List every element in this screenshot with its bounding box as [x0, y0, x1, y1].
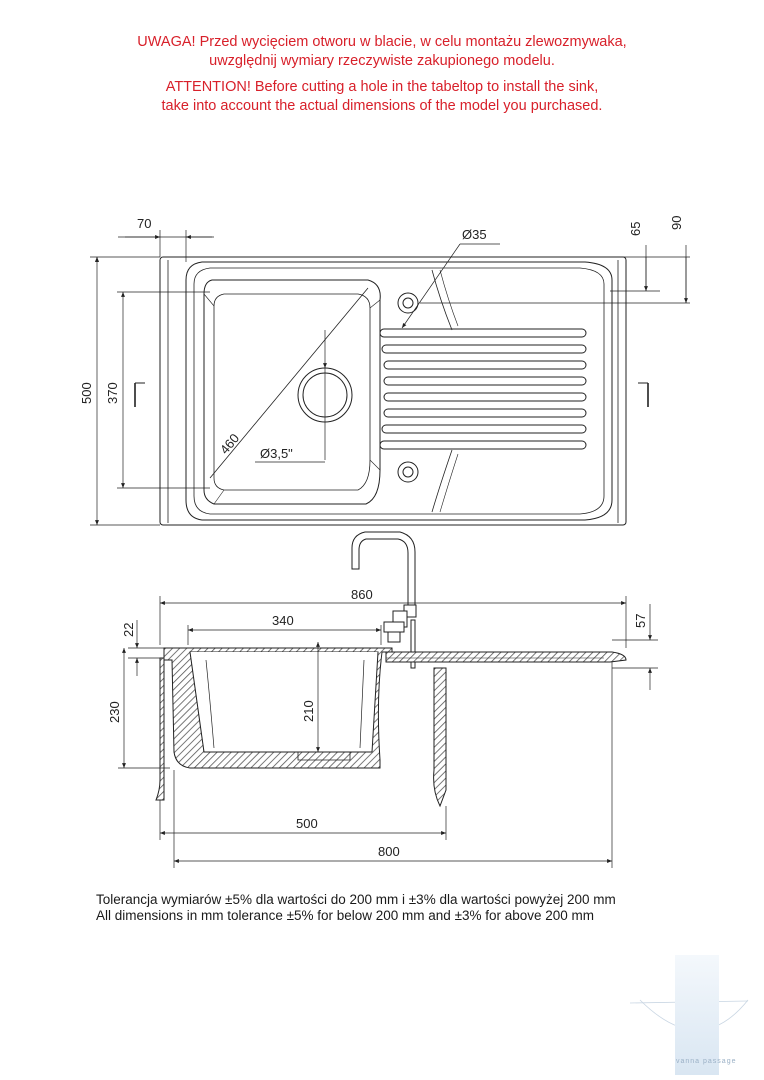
- dim-500-height: 500: [79, 382, 94, 404]
- dim-860: 860: [351, 587, 373, 602]
- top-view: [90, 230, 690, 526]
- warning-english: ATTENTION! Before cutting a hole in the …: [0, 78, 764, 116]
- section-drainer: [385, 651, 627, 663]
- warning-en-line2: take into account the actual dimensions …: [161, 98, 603, 114]
- dim-57: 57: [633, 614, 648, 628]
- dim-65: 65: [628, 222, 643, 236]
- dim-800: 800: [378, 844, 400, 859]
- watermark-text: vanna passage: [676, 1058, 737, 1065]
- dim-340: 340: [272, 613, 294, 628]
- section-view: [118, 531, 658, 868]
- dim-230: 230: [107, 701, 122, 723]
- dim-70: 70: [137, 216, 151, 231]
- drainer-grooves: [379, 328, 587, 450]
- warning-en-line1: ATTENTION! Before cutting a hole in the …: [165, 79, 599, 95]
- tap-hole-bottom: [397, 461, 419, 483]
- warning-pl-line2: uwzględnij wymiary rzeczywiste zakupione…: [209, 53, 555, 69]
- dim-drain-size: Ø3,5": [260, 446, 293, 461]
- dim-460: 460: [217, 431, 242, 457]
- dim-d35: Ø35: [462, 227, 487, 242]
- tolerance-note: Tolerancja wymiarów ±5% dla wartości do …: [96, 892, 736, 924]
- tolerance-pl: Tolerancja wymiarów ±5% dla wartości do …: [96, 892, 616, 907]
- warning-polish: UWAGA! Przed wycięciem otworu w blacie, …: [0, 33, 764, 71]
- dim-90: 90: [669, 216, 684, 230]
- section-left-wall: [155, 657, 165, 801]
- section-right-leg: [433, 667, 447, 808]
- dim-22: 22: [121, 623, 136, 637]
- sink-outline: [159, 256, 627, 526]
- sink-body-contour: [185, 261, 613, 521]
- dim-370: 370: [105, 382, 120, 404]
- warning-pl-line1: UWAGA! Przed wycięciem otworu w blacie, …: [137, 34, 627, 50]
- watermark-bar: [675, 955, 719, 1075]
- tap-hole-top: [397, 292, 419, 314]
- faucet: [351, 531, 417, 669]
- tolerance-en: All dimensions in mm tolerance ±5% for b…: [96, 908, 595, 923]
- bowl-rim: [203, 279, 381, 505]
- dim-500-width: 500: [296, 816, 318, 831]
- dim-210: 210: [301, 700, 316, 722]
